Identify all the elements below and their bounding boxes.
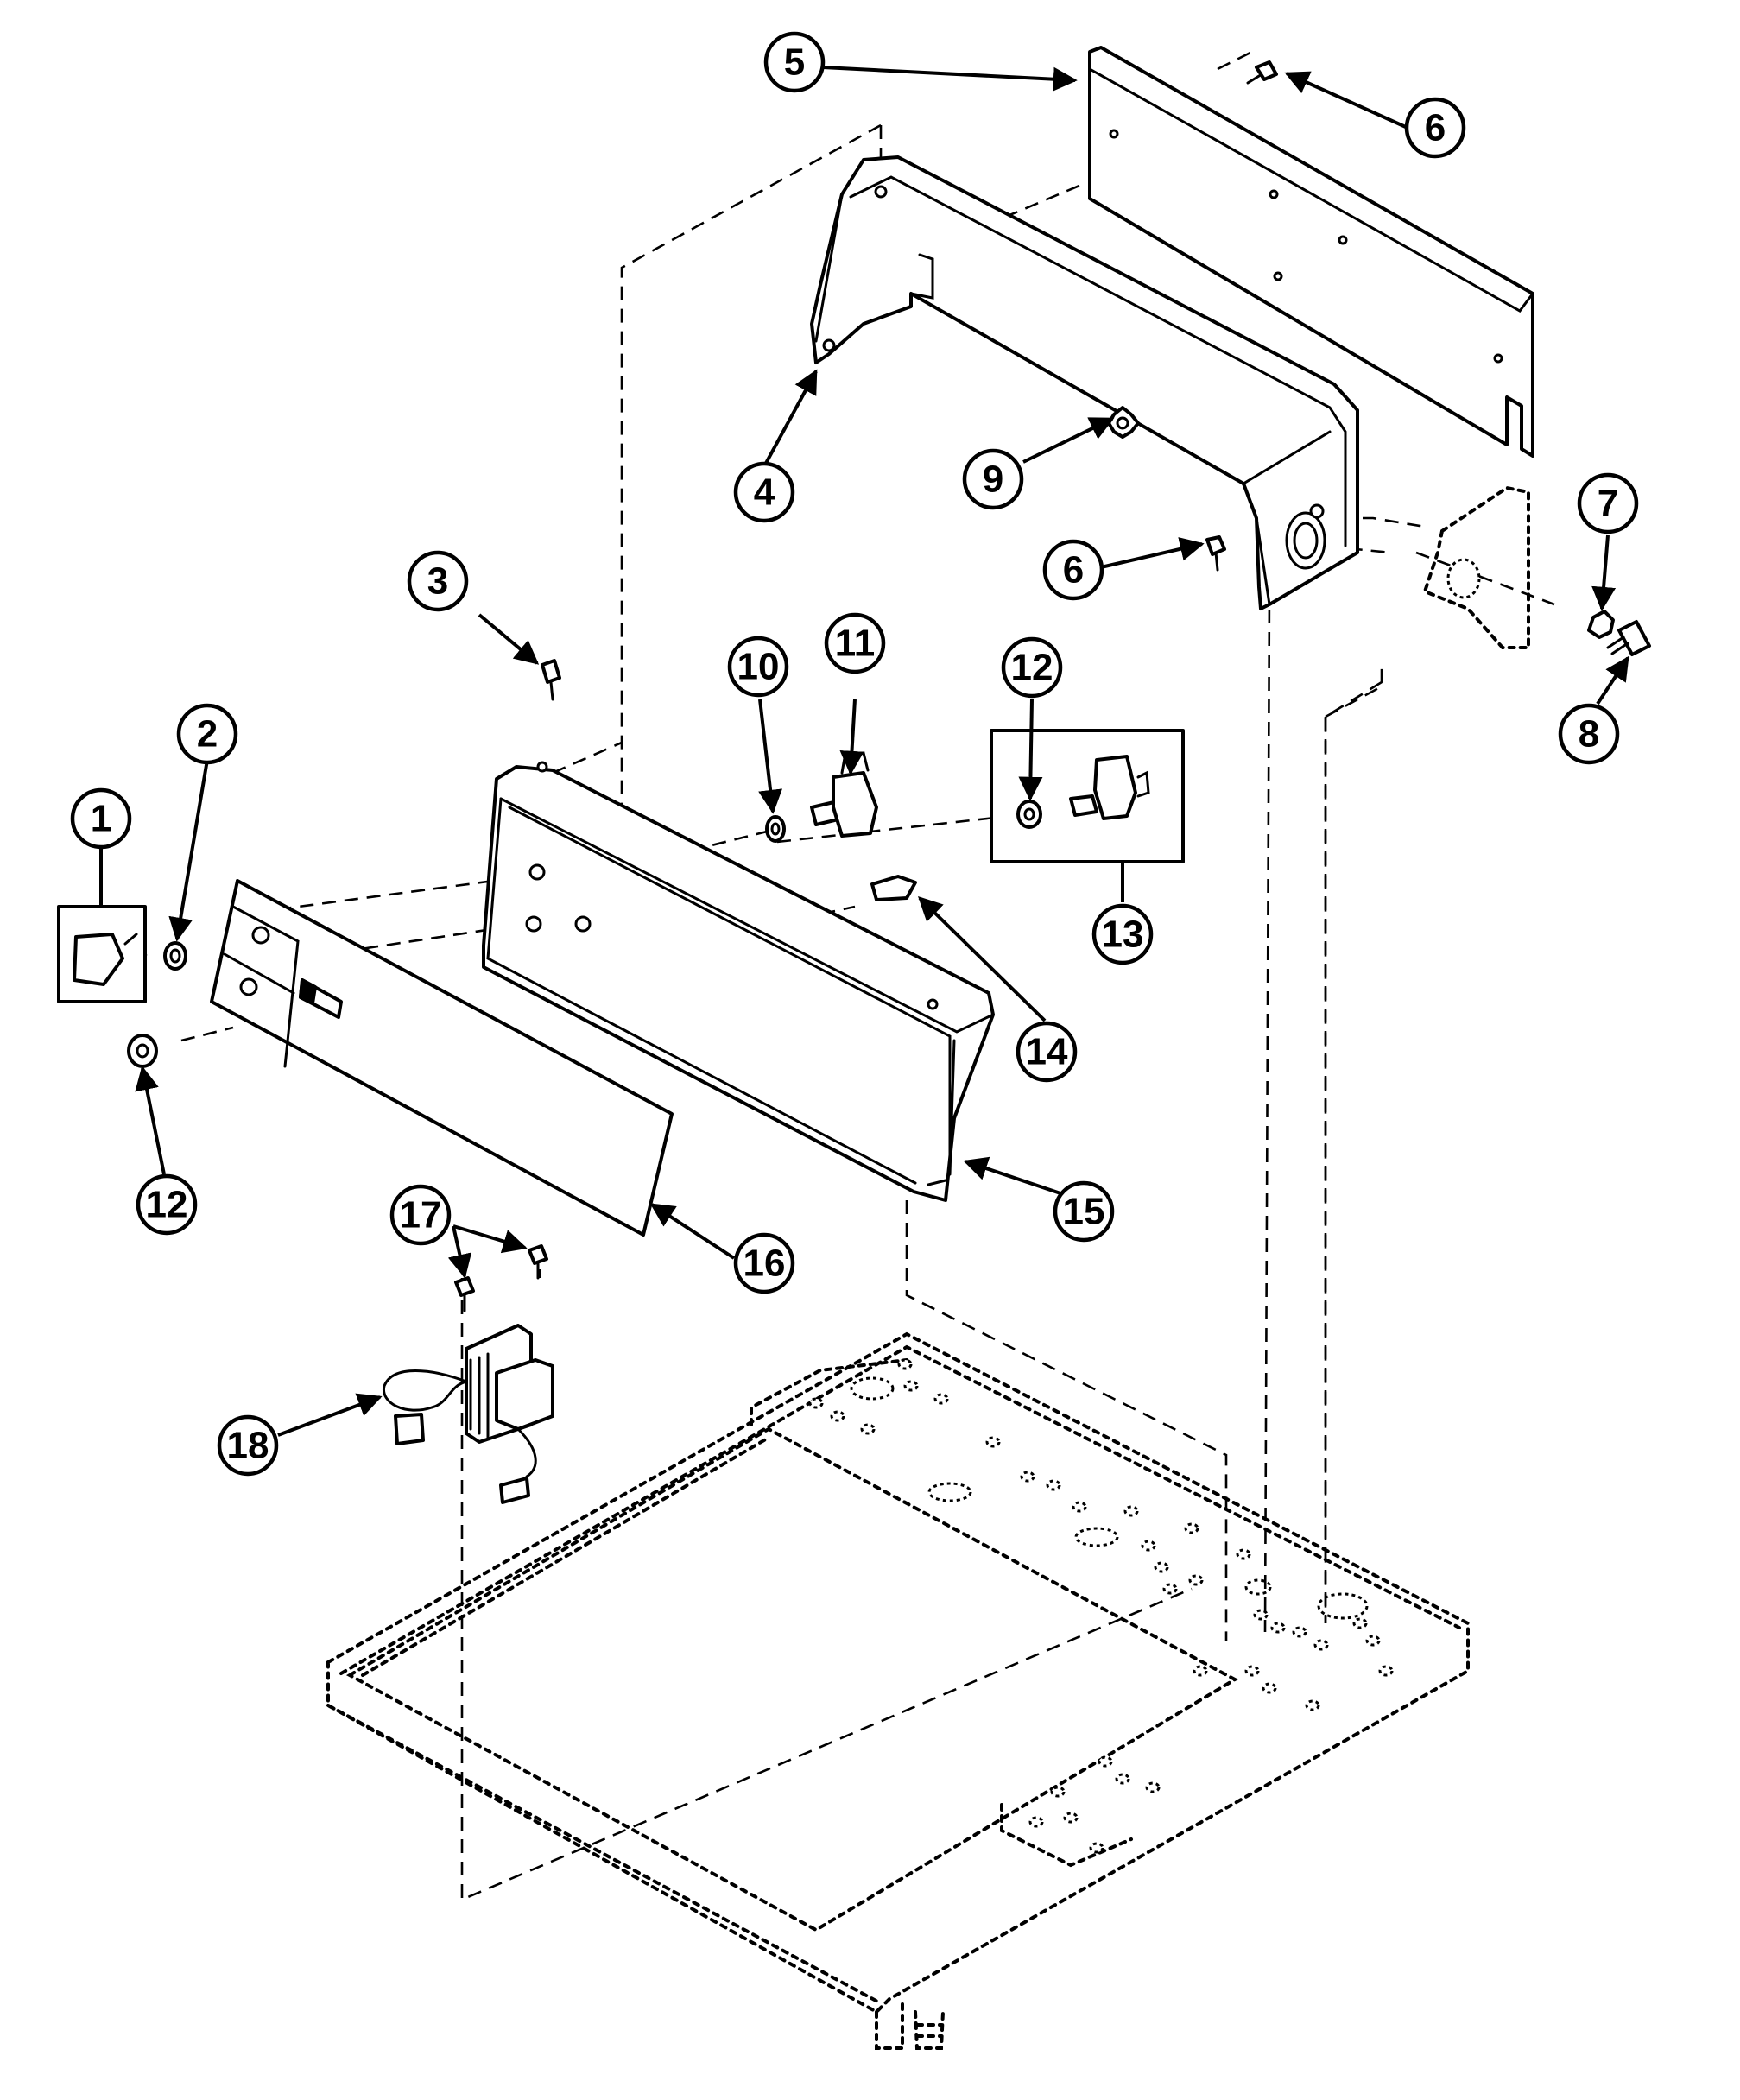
cover-hole	[1313, 1639, 1329, 1651]
cover-hole	[1145, 1781, 1161, 1793]
callout-label: 3	[427, 560, 448, 603]
top-cover-outline	[326, 1331, 1470, 2050]
callout-6-top: 6	[1404, 97, 1466, 159]
callout-label: 12	[146, 1184, 188, 1226]
cover-hole	[903, 1380, 919, 1392]
part-8-bolt	[1606, 620, 1651, 656]
cover-hole	[1050, 1786, 1066, 1798]
part-14-indicator-light	[870, 875, 917, 901]
cover-hole	[808, 1397, 824, 1409]
cover-hole	[1063, 1812, 1079, 1824]
leader-lines	[99, 66, 1629, 1437]
cover-hole	[985, 1436, 1001, 1448]
cover-hole	[1365, 1635, 1381, 1647]
cover-hole	[1188, 1574, 1204, 1586]
cover-hole	[1236, 1548, 1251, 1560]
part-17-screws	[454, 1244, 548, 1312]
part-6-screw-bracket	[1205, 535, 1226, 572]
callout-12-left: 12	[136, 1173, 198, 1236]
callout-label: 11	[835, 623, 876, 665]
part-18-transformer	[383, 1324, 554, 1504]
callout-11: 11	[824, 612, 886, 674]
callout-circle	[70, 788, 132, 850]
callout-label: 6	[1425, 107, 1446, 149]
callout-4: 4	[733, 461, 795, 523]
cover-hole	[897, 1358, 913, 1370]
cover-hole	[830, 1410, 845, 1422]
part-11-switch	[810, 751, 878, 838]
callout-2: 2	[176, 703, 238, 765]
part-13-switch-assembly	[990, 729, 1185, 863]
callout-label: 17	[400, 1194, 442, 1237]
callout-1: 1	[70, 788, 132, 850]
cover-hole	[1352, 1617, 1368, 1629]
callout-10: 10	[727, 636, 789, 698]
cover-hole	[1244, 1665, 1260, 1677]
cover-hole	[1262, 1682, 1277, 1694]
callout-label: 5	[784, 41, 805, 84]
part-12-nut-left	[127, 1034, 158, 1068]
callout-6-middle: 6	[1042, 539, 1104, 601]
cover-hole	[1123, 1505, 1139, 1517]
callout-5: 5	[763, 31, 826, 93]
callout-label: 12	[1011, 647, 1053, 689]
cover-hole	[1253, 1609, 1269, 1621]
part-4-console-bracket	[810, 155, 1359, 610]
callout-label: 2	[197, 713, 218, 756]
part-6-screw-rear-panel	[1246, 60, 1278, 85]
cover-hole	[1193, 1665, 1208, 1677]
callout-label: 9	[983, 459, 1003, 501]
callout-label: 18	[227, 1425, 269, 1467]
callout-15: 15	[1053, 1180, 1115, 1243]
callout-label: 7	[1598, 483, 1618, 525]
cover-hole	[1046, 1479, 1061, 1491]
callout-label: 13	[1102, 914, 1144, 956]
callout-label: 8	[1579, 713, 1599, 756]
part-5-rear-panel	[1088, 46, 1534, 458]
cover-hole	[1184, 1522, 1199, 1534]
callout-8: 8	[1558, 703, 1620, 765]
callout-3: 3	[407, 550, 469, 612]
cover-hole	[1305, 1699, 1320, 1711]
callout-7: 7	[1577, 472, 1639, 534]
part-7-star-nut	[1587, 610, 1615, 639]
callout-label: 1	[91, 798, 111, 840]
callout-12-right: 12	[1001, 636, 1063, 699]
part-15-control-console	[482, 761, 995, 1202]
callout-17: 17	[389, 1184, 452, 1246]
part-16-panel-overlay	[210, 879, 674, 1237]
part-2-nut	[163, 941, 187, 971]
cover-hole	[1292, 1626, 1307, 1638]
callout-label: 16	[743, 1243, 786, 1285]
cover-hole	[1270, 1622, 1286, 1634]
callout-9: 9	[962, 448, 1024, 510]
callout-13: 13	[1091, 903, 1154, 965]
cover-hole	[1089, 1842, 1104, 1854]
cover-hole	[1115, 1773, 1130, 1785]
side-cover-shape	[1422, 485, 1530, 649]
cover-hole	[1028, 1816, 1044, 1828]
cover-hole	[1378, 1665, 1394, 1677]
cover-hole	[1072, 1501, 1087, 1513]
cover-hole	[860, 1423, 876, 1435]
callout-label: 14	[1026, 1031, 1068, 1073]
callout-18: 18	[217, 1414, 279, 1477]
part-10-nut	[765, 815, 786, 843]
cover-hole	[1162, 1583, 1178, 1595]
cover-hole	[933, 1393, 949, 1405]
cover-hole	[1141, 1540, 1156, 1552]
callout-label: 6	[1063, 549, 1084, 591]
cover-hole	[1020, 1471, 1035, 1483]
callout-label: 15	[1063, 1191, 1105, 1233]
part-3-screw	[541, 659, 561, 701]
part-1-knob	[57, 905, 147, 1003]
callout-14: 14	[1016, 1021, 1078, 1083]
cover-hole	[1098, 1755, 1113, 1768]
callout-16: 16	[733, 1232, 795, 1294]
callout-label: 4	[754, 471, 775, 514]
callout-label: 10	[737, 646, 780, 688]
cover-hole	[1154, 1561, 1169, 1573]
